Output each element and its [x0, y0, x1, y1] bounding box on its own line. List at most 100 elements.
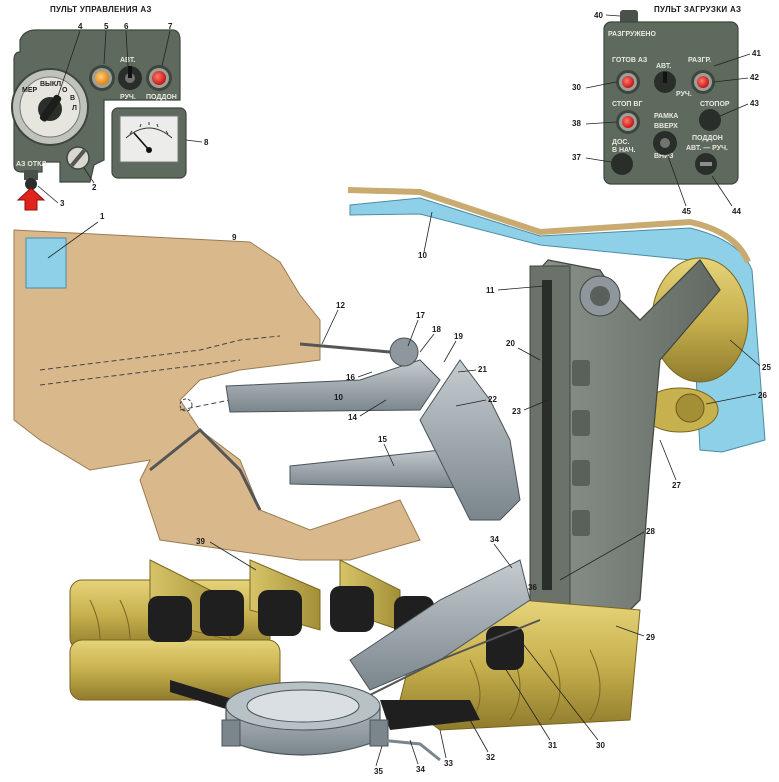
callout-12: 12 — [336, 301, 345, 310]
indicator-lamp-icon — [697, 76, 709, 88]
callout-8: 8 — [204, 138, 209, 147]
dial-label-l: Л — [72, 105, 77, 112]
callout-10-top: 10 — [418, 251, 427, 260]
gotov-az-label: ГОТОВ АЗ — [612, 57, 648, 64]
callout-34-bottom: 34 — [416, 765, 425, 774]
stop-vg-label: СТОП ВГ — [612, 101, 642, 108]
az-otkl-caption: АЗ ОТКЛ — [16, 161, 46, 168]
gotov-az-lamp — [616, 70, 640, 94]
callout-26: 26 — [758, 391, 767, 400]
callout-22: 22 — [488, 395, 497, 404]
callout-32: 32 — [486, 753, 495, 762]
dial-label-mer: МЕР — [22, 87, 38, 94]
callout-39: 39 — [196, 537, 205, 546]
callout-2: 2 — [92, 183, 97, 192]
turret-roof-plate — [347, 187, 766, 453]
callout-30-top: 30 — [572, 83, 581, 92]
avt-label: АВТ. — [656, 63, 671, 70]
gauge-panel — [111, 107, 187, 179]
callout-34-top: 34 — [490, 535, 499, 544]
linkage-levers — [149, 337, 521, 521]
rotating-base-ring — [221, 681, 441, 762]
knob-icon — [70, 149, 86, 167]
red-arrow-icon — [16, 187, 46, 211]
dial-label-v: В — [70, 95, 75, 102]
indicator-lamp-icon — [152, 71, 166, 85]
small-knob[interactable] — [66, 146, 90, 170]
callout-1: 1 — [100, 212, 105, 221]
callout-29: 29 — [646, 633, 655, 642]
callout-14: 14 — [348, 413, 357, 422]
callout-25: 25 — [762, 363, 771, 372]
razgruzheno-label: РАЗГРУЖЕНО — [608, 31, 656, 38]
stopor-button[interactable] — [699, 109, 721, 131]
callout-43: 43 — [750, 99, 759, 108]
dial-label-o: О — [62, 87, 68, 94]
dos-button[interactable] — [611, 153, 633, 175]
callout-16: 16 — [346, 373, 355, 382]
toggle-switch-icon — [125, 66, 135, 83]
ramka-label: РАМКА — [654, 113, 678, 120]
callout-27: 27 — [672, 481, 681, 490]
avt-ruch-switch[interactable] — [654, 71, 676, 93]
razgr-lamp — [691, 70, 715, 94]
poddon-label: ПОДДОН — [692, 135, 723, 142]
callout-44: 44 — [732, 207, 741, 216]
callout-7: 7 — [168, 22, 173, 31]
loading-chute — [349, 559, 541, 701]
push-button-icon — [699, 109, 721, 131]
callout-15: 15 — [378, 435, 387, 444]
stop-vg-lamp — [616, 110, 640, 134]
ammunition-carousel — [69, 559, 641, 731]
v-nach-label: В НАЧ. — [612, 147, 635, 154]
callout-28: 28 — [646, 527, 655, 536]
left-control-panel: ПУЛЬТ УПРАВЛЕНИЯ АЗ МЕР ВЫКЛ О В Л — [11, 5, 181, 211]
callout-9: 9 — [232, 233, 237, 242]
az-otkl-button[interactable]: АЗ ОТКЛ — [16, 161, 46, 190]
analog-gauge-icon — [125, 122, 173, 153]
poddon-indicator-lamp: ПОДДОН — [146, 65, 177, 101]
toggle-switch-icon — [660, 138, 670, 148]
poddon-caption: ПОДДОН — [146, 94, 177, 101]
poddon-button[interactable] — [695, 153, 717, 175]
toggle-label-ruch: РУЧ. — [120, 94, 136, 101]
callout-17: 17 — [416, 311, 425, 320]
callout-38: 38 — [572, 119, 581, 128]
callout-23: 23 — [512, 407, 521, 416]
main-selector-dial[interactable]: МЕР ВЫКЛ О В Л — [11, 68, 89, 146]
callout-21: 21 — [478, 365, 487, 374]
left-panel-title: ПУЛЬТ УПРАВЛЕНИЯ АЗ — [50, 5, 152, 14]
dial-label-vykl: ВЫКЛ — [40, 81, 61, 88]
callout-19: 19 — [454, 332, 463, 341]
callout-11: 11 — [486, 286, 495, 295]
callout-40: 40 — [594, 11, 603, 20]
vverh-label: ВВЕРХ — [654, 123, 678, 130]
right-panel-title: ПУЛЬТ ЗАГРУЗКИ АЗ — [654, 5, 741, 14]
callout-20: 20 — [506, 339, 515, 348]
callout-18: 18 — [432, 325, 441, 334]
rotary-selector-icon — [38, 94, 62, 122]
push-button-icon — [25, 178, 37, 190]
right-control-panel: ПУЛЬТ ЗАГРУЗКИ АЗ РАЗГРУЖЕНО ГОТОВ АЗ АВ… — [603, 5, 741, 185]
callout-30-bottom: 30 — [596, 741, 605, 750]
callout-36: 36 — [528, 583, 537, 592]
callout-33: 33 — [444, 759, 453, 768]
orange-indicator-lamp — [89, 65, 115, 91]
razgr-label: РАЗГР. — [688, 57, 711, 64]
push-button-icon — [611, 153, 633, 175]
callout-41: 41 — [752, 49, 761, 58]
callout-10-mid: 10 — [334, 393, 343, 402]
callout-5: 5 — [104, 22, 109, 31]
ramka-switch[interactable] — [653, 131, 677, 155]
vniz-label: ВНИЗ — [654, 153, 674, 160]
ruch-label: РУЧ. — [676, 91, 692, 98]
callout-4: 4 — [78, 22, 83, 31]
callout-3: 3 — [60, 199, 65, 208]
callout-42: 42 — [750, 73, 759, 82]
callouts: 4 5 6 7 8 2 3 1 9 10 11 12 17 18 19 20 2… — [37, 11, 771, 776]
dos-label: ДОС. — [612, 139, 629, 146]
toggle-switch-icon — [663, 72, 667, 83]
callout-31: 31 — [548, 741, 557, 750]
avt-ruch-label: АВТ. — РУЧ. — [686, 145, 728, 152]
